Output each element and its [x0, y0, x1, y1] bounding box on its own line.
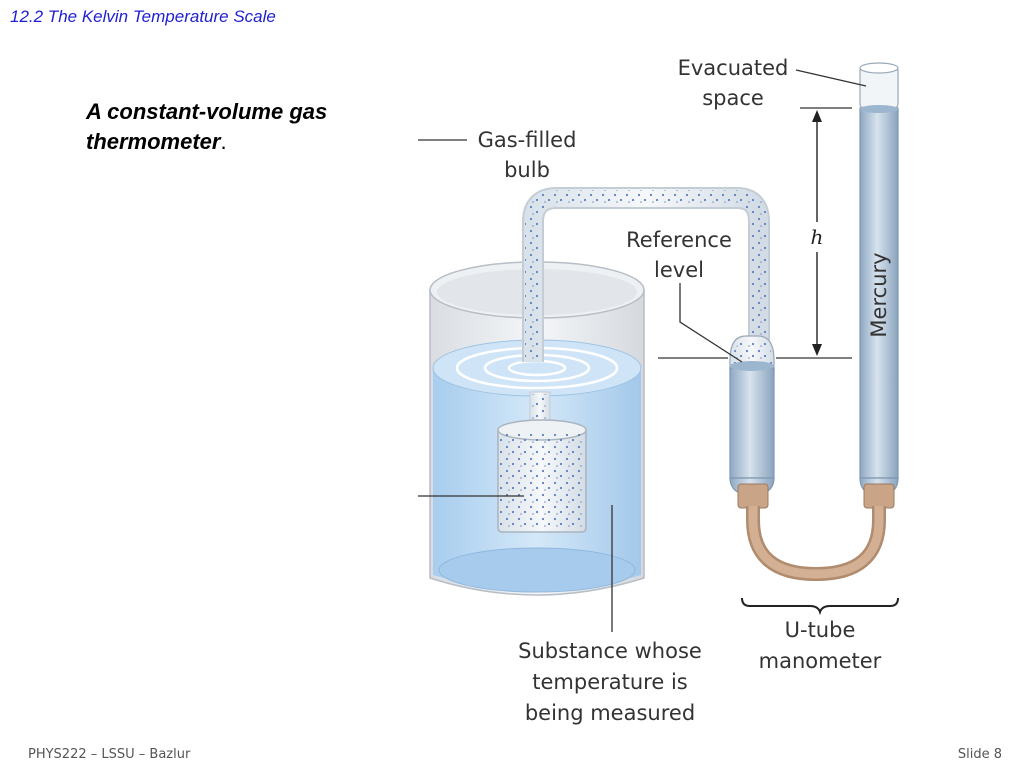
caption-period: .	[220, 129, 227, 154]
reference-leader	[679, 283, 743, 363]
u-tube-bracket	[741, 597, 899, 616]
label-substance-line2: temperature is	[532, 670, 687, 694]
label-utube-line2: manometer	[759, 649, 882, 673]
label-substance-line3: being measured	[525, 701, 695, 725]
label-reference-line1: Reference	[626, 228, 732, 252]
mercury-tube	[859, 62, 899, 495]
footer-course: PHYS222 – LSSU – Bazlur	[28, 747, 191, 762]
slide-caption: A constant-volume gas thermometer.	[86, 97, 406, 157]
manometer-left-tube	[729, 335, 775, 495]
gas-filled-bulb	[497, 419, 587, 533]
evacuated-leader	[795, 69, 867, 87]
gas-tube	[522, 187, 770, 433]
label-mercury: Mercury	[867, 252, 891, 337]
footer-slide-number: Slide 8	[957, 747, 1002, 762]
label-utube-line1: U-tube	[785, 618, 856, 642]
label-evacuated-line1: Evacuated	[678, 56, 789, 80]
label-gasbulb-line2: bulb	[504, 158, 550, 182]
leader-lines	[418, 69, 867, 632]
height-dimension-arrow	[812, 110, 822, 356]
label-evacuated-line2: space	[702, 86, 764, 110]
label-gasbulb-line1: Gas-filled	[478, 128, 577, 152]
label-h: h	[811, 225, 824, 249]
slide-header: 12.2 The Kelvin Temperature Scale	[10, 7, 276, 26]
beaker	[429, 261, 645, 596]
rubber-u-tube	[737, 483, 895, 582]
label-reference-line2: level	[654, 258, 704, 282]
caption-text: A constant-volume gas thermometer	[86, 99, 328, 154]
label-substance-line1: Substance whose	[518, 639, 702, 663]
